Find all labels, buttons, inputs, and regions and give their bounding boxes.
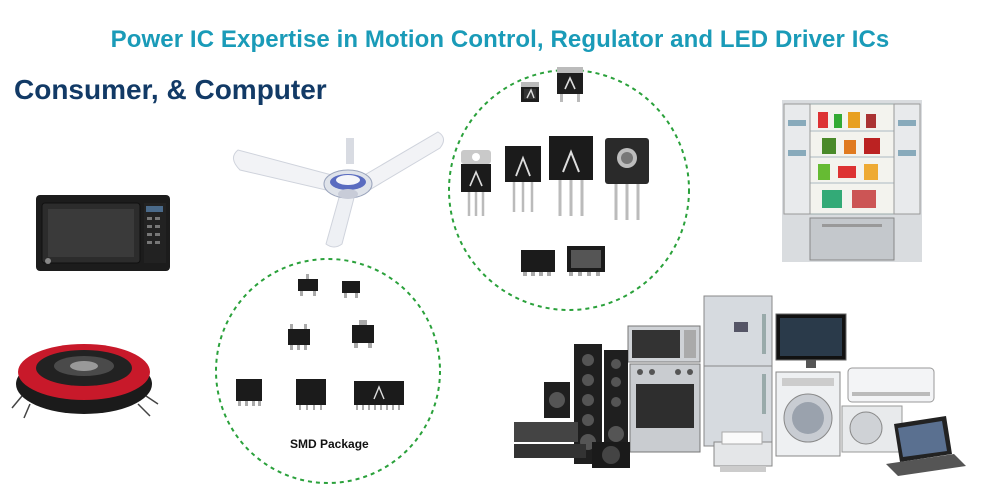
to220-chip-2 [505,146,541,212]
pqfn-chip-1 [521,250,555,276]
ceiling-fan-image [233,131,444,248]
page-title: Power IC Expertise in Motion Control, Re… [110,26,890,53]
sot23-chip-1 [298,274,318,296]
to247-chip-1 [549,136,593,216]
sot89-chip [352,320,374,348]
microwave-image [36,195,170,271]
msop-chip [296,379,326,410]
smd-package-group [215,258,441,484]
refrigerator-image [782,100,922,262]
smd-package-label: SMD Package [290,437,369,451]
robot-vacuum-image [11,344,159,419]
tssop-chip [354,381,404,410]
dpak-chip-small [521,82,539,102]
to-package-group [448,67,690,311]
pqfn-chip-2 [567,246,605,276]
sot23-chip-2 [342,281,360,298]
dpak-chip [557,67,583,102]
soic8-chip [236,379,262,406]
page-subtitle: Consumer, & Computer [14,74,327,105]
appliances-group-image [514,295,966,476]
to247-chip-2 [605,138,649,220]
sot26-chip [288,324,310,350]
to220-chip-1 [461,150,491,216]
